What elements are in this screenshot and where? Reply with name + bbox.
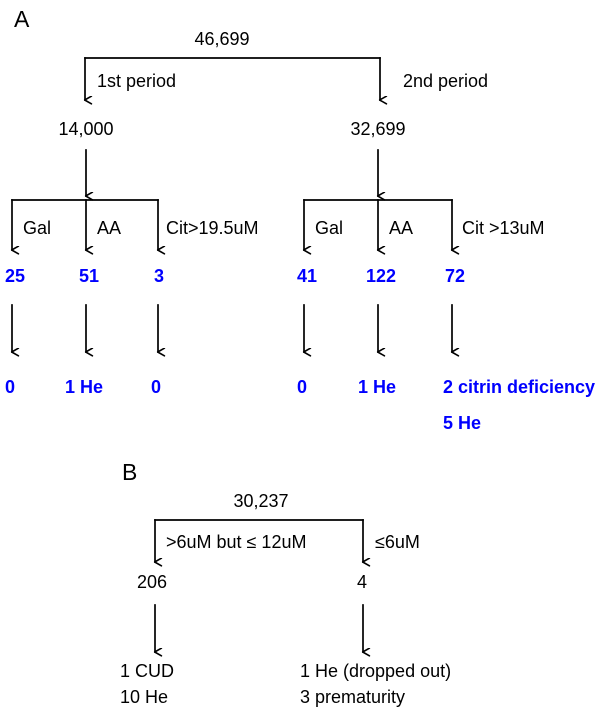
panel-a-left-screened-cit: 3	[154, 266, 165, 286]
panel-a-right-test-aa: AA	[389, 218, 414, 238]
panel-b-screened-lower: 4	[357, 572, 368, 592]
panel-a-left-outcome-aa: 1 He	[65, 377, 104, 397]
panel-a-left-outcome-gal: 0	[5, 377, 16, 397]
panel-b-root-count: 30,237	[233, 491, 289, 511]
panel-letter-a: A	[14, 6, 30, 32]
panel-a-right-screened-cit: 72	[445, 266, 466, 286]
panel-a-root-count: 46,699	[194, 29, 250, 49]
panel-a-split-label-2nd-period: 2nd period	[403, 71, 489, 91]
panel-b-outcome-lower-line1: 1 He (dropped out)	[300, 661, 452, 681]
panel-a-left-outcome-cit: 0	[151, 377, 162, 397]
panel-a-right-outcome-gal: 0	[297, 377, 308, 397]
panel-a-right-test-gal: Gal	[315, 218, 344, 238]
panel-a-left-total: 14,000	[58, 119, 114, 139]
panel-a-right-outcome-cit-line1: 2 citrin deficiency	[443, 377, 596, 397]
panel-a-left-test-aa: AA	[97, 218, 122, 238]
panel-a-left-test-cit: Cit>19.5uM	[166, 218, 259, 238]
panel-a-left-screened-aa: 51	[79, 266, 100, 286]
panel-b-split-label-upper: >6uM but ≤ 12uM	[166, 532, 307, 552]
panel-b-outcome-lower-line2: 3 prematurity	[300, 687, 406, 707]
panel-a-right-test-cit: Cit >13uM	[462, 218, 545, 238]
panel-a-left-screened-gal: 25	[5, 266, 26, 286]
panel-b-screened-upper: 206	[137, 572, 168, 592]
panel-b-outcome-upper-line2: 10 He	[120, 687, 169, 707]
panel-a-split-label-1st-period: 1st period	[97, 71, 177, 91]
panel-a-right-screened-gal: 41	[297, 266, 318, 286]
panel-a-left-test-gal: Gal	[23, 218, 52, 238]
panel-b-outcome-upper-line1: 1 CUD	[120, 661, 175, 681]
panel-a-right-outcome-aa: 1 He	[358, 377, 397, 397]
panel-a-right-total: 32,699	[350, 119, 406, 139]
panel-letter-b: B	[122, 459, 138, 485]
panel-a-right-screened-aa: 122	[366, 266, 397, 286]
panel-a-right-outcome-cit-line2: 5 He	[443, 413, 482, 433]
panel-b-split-label-lower: ≤6uM	[375, 532, 420, 552]
